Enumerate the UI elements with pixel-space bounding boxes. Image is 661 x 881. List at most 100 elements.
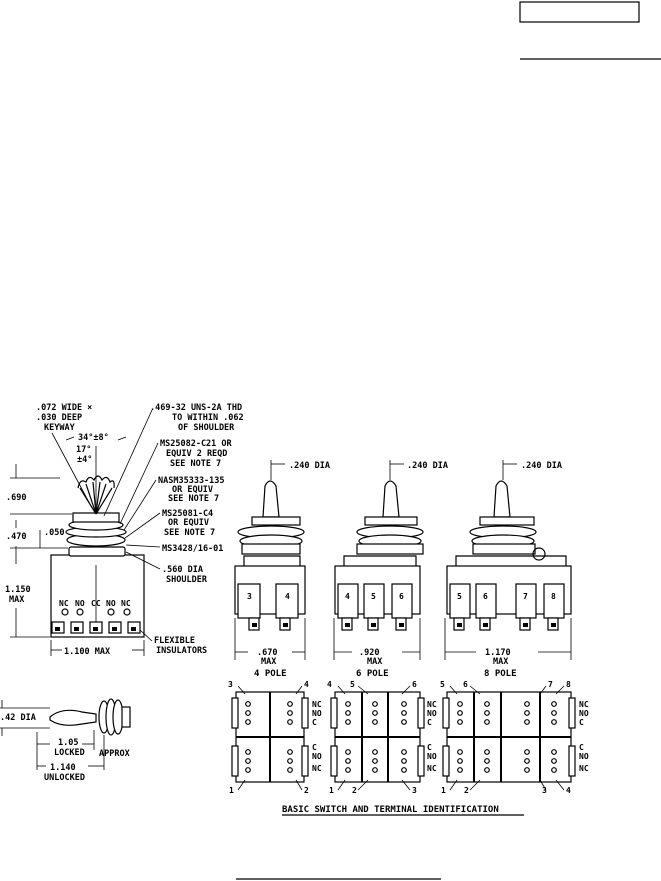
variant-4-pole — [234, 460, 306, 660]
side-contact-label: C — [427, 743, 432, 752]
dim-1140: UNLOCKED — [44, 773, 85, 783]
nasm-callout: NASM35333-135 — [158, 476, 225, 486]
dim-1150: MAX — [9, 595, 24, 605]
thread-callout: .469-32 UNS-2A THD — [150, 403, 242, 413]
nasm-callout: OR EQUIV — [172, 485, 213, 495]
side-contact-label: NC — [427, 700, 437, 709]
variant-dia: .240 DIA — [407, 461, 448, 471]
terminal-block-6-pole — [330, 685, 425, 791]
variant-width: MAX — [261, 657, 276, 667]
side-contact-label: NC — [312, 700, 322, 709]
keyway-callout: .072 WIDE × — [36, 403, 92, 413]
variant-dia: .240 DIA — [289, 461, 330, 471]
dim-approx: APPROX — [99, 749, 130, 759]
side-contact-label: C — [427, 718, 432, 727]
terminal-id: 5 — [440, 680, 445, 689]
thread-callout: TO WITHIN .062 — [172, 413, 244, 423]
title-box — [519, 1, 640, 23]
left-dimensions — [10, 464, 72, 638]
contact-label: NC — [59, 599, 69, 608]
terminal-block-4-pole — [231, 685, 309, 791]
keyway-callout: KEYWAY — [44, 423, 76, 433]
variant-terminal: 3 — [247, 592, 252, 601]
variant-terminal: 4 — [345, 592, 350, 601]
ms25082-callout: MS25082-C21 OR — [160, 439, 233, 449]
terminal-id: 7 — [548, 680, 553, 689]
variant-6-pole — [333, 460, 424, 660]
terminal-block-8-pole — [442, 685, 576, 791]
side-contact-label: C — [312, 743, 317, 752]
side-contact-label: NC — [427, 764, 437, 773]
shoulder-callout: .560 DIA — [162, 565, 203, 575]
variant-pole: 6 POLE — [356, 669, 389, 679]
terminal-id: 1 — [229, 786, 234, 795]
terminal-id: 2 — [464, 786, 469, 795]
side-contact-label: NO — [579, 709, 589, 718]
terminal-id: 4 — [327, 680, 332, 689]
terminal-id: 3 — [412, 786, 417, 795]
side-contact-label: C — [579, 743, 584, 752]
variant-terminal: 4 — [285, 592, 290, 601]
caption: BASIC SWITCH AND TERMINAL IDENTIFICATION — [282, 805, 499, 815]
side-contact-label: NC — [579, 764, 589, 773]
dim-050: .050 — [44, 528, 64, 538]
ms25082-callout: SEE NOTE 7 — [170, 459, 221, 469]
side-contact-label: NO — [312, 752, 322, 761]
variant-pole: 4 POLE — [254, 669, 287, 679]
terminal-id: 4 — [304, 680, 309, 689]
variant-width: 1.170 — [485, 648, 511, 658]
nasm-callout: SEE NOTE 7 — [168, 494, 219, 504]
terminal-id: 2 — [352, 786, 357, 795]
variant-width: MAX — [367, 657, 382, 667]
ms25081-callout: SEE NOTE 7 — [164, 528, 215, 538]
variant-terminal: 6 — [483, 592, 488, 601]
dim-690: .690 — [6, 493, 26, 503]
variant-terminal: 5 — [457, 592, 462, 601]
variant-dia: .240 DIA — [521, 461, 562, 471]
ms25081-callout: MS25081-C4 — [162, 509, 213, 519]
angle-sub: ±4° — [77, 455, 92, 465]
side-contact-label: NC — [579, 700, 589, 709]
variant-terminal: 8 — [551, 592, 556, 601]
dim-1100: 1.100 MAX — [64, 647, 110, 657]
terminal-id: 3 — [228, 680, 233, 689]
dim-470: .470 — [6, 532, 26, 542]
dim-42: .42 DIA — [0, 713, 36, 723]
terminal-id: 2 — [304, 786, 309, 795]
side-contact-label: NC — [312, 764, 322, 773]
side-contact-label: NO — [312, 709, 322, 718]
variant-width: MAX — [493, 657, 508, 667]
contact-label: NO — [75, 599, 85, 608]
terminal-id: 1 — [329, 786, 334, 795]
terminal-id: 1 — [441, 786, 446, 795]
shoulder-callout: SHOULDER — [166, 575, 208, 585]
terminal-id: 3 — [542, 786, 547, 795]
thread-callout: OF SHOULDER — [178, 423, 235, 433]
variant-terminal: 6 — [399, 592, 404, 601]
dim-105: 1.05 — [58, 738, 78, 748]
flexible-callout: FLEXIBLE — [154, 636, 195, 646]
terminal-id: 6 — [463, 680, 468, 689]
angle-sub: 17° — [76, 445, 91, 455]
variant-8-pole — [444, 460, 572, 660]
contact-label: CC — [91, 599, 101, 608]
ms3428-callout: MS3428/16-01 — [162, 544, 223, 554]
bushing-base — [68, 546, 126, 557]
contact-label: NC — [121, 599, 131, 608]
lever-side-view — [0, 698, 131, 770]
flexible-callout: INSULATORS — [156, 646, 207, 656]
ms25081-callout: OR EQUIV — [168, 518, 209, 528]
dim-1140: 1.140 — [50, 763, 76, 773]
side-contact-label: NO — [579, 752, 589, 761]
terminal-id: 4 — [566, 786, 571, 795]
angle-main: 34°±8° — [78, 433, 109, 443]
variant-pole: 8 POLE — [484, 669, 517, 679]
side-contact-label: NO — [427, 752, 437, 761]
terminal-id: 5 — [350, 680, 355, 689]
variant-width: .920 — [359, 648, 379, 658]
ms25082-callout: EQUIV 2 REQD — [166, 449, 227, 459]
variant-width: .670 — [257, 648, 277, 658]
side-contact-label: C — [579, 718, 584, 727]
dim-105: LOCKED — [54, 748, 85, 758]
terminal-id: 6 — [412, 680, 417, 689]
